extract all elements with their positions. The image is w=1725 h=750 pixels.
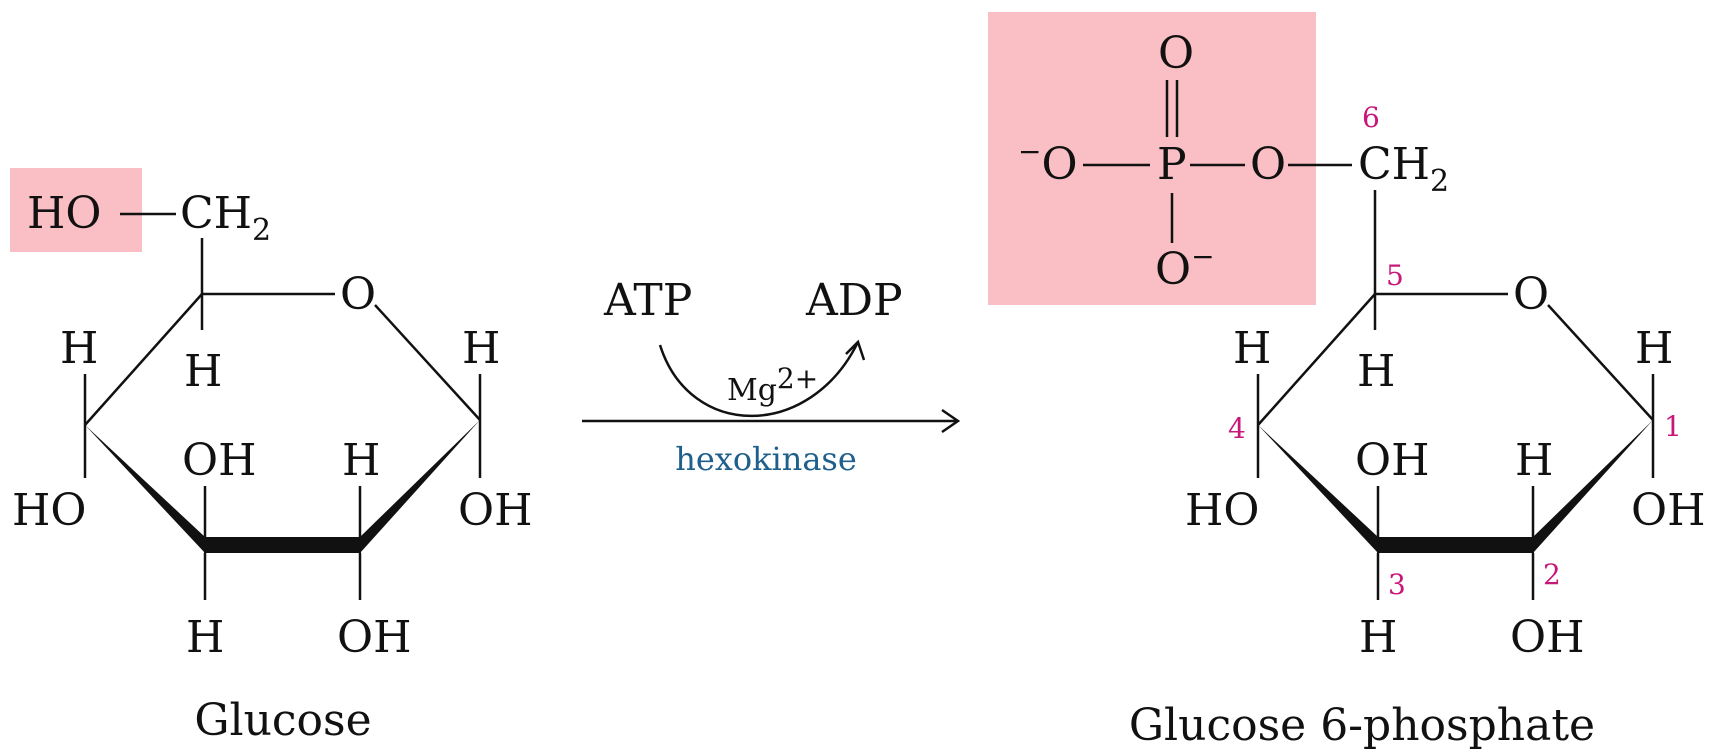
g6p-c1-h: H — [1635, 323, 1673, 374]
adp-label: ADP — [805, 275, 903, 326]
phosphate-left-oxygen: −O — [1018, 135, 1078, 190]
reaction-arrow-group: ATP ADP Mg2+ hexokinase — [582, 275, 961, 478]
glucose-c3-h: H — [186, 612, 224, 663]
g6p-c4-ho: HO — [1185, 485, 1259, 536]
g6p-ch2: CH2 — [1358, 139, 1449, 199]
g6p-c4-h: H — [1233, 323, 1271, 374]
glucose-c2-c1-wedge — [360, 420, 480, 553]
g6p-carbon-number-3: 3 — [1388, 568, 1406, 601]
glucose-caption: Glucose — [194, 695, 371, 746]
glucose-c3-oh: OH — [182, 435, 256, 486]
enzyme-label: hexokinase — [675, 440, 857, 478]
g6p-c2-oh: OH — [1510, 612, 1584, 663]
g6p-c5-h: H — [1357, 346, 1395, 397]
g6p-carbon-number-2: 2 — [1543, 558, 1561, 591]
g6p-carbon-number-4: 4 — [1228, 412, 1246, 445]
glucose-c5-h: H — [184, 346, 222, 397]
glucose-c6-hydroxyl: HO — [27, 188, 101, 239]
g6p-c2-h: H — [1515, 435, 1553, 486]
glucose-ho-highlight — [10, 168, 142, 252]
g6p-o-c1-bond — [1547, 304, 1654, 421]
glucose-c4-h: H — [60, 323, 98, 374]
g6p-c1-oh: OH — [1631, 485, 1705, 536]
glucose-c2-h: H — [342, 435, 380, 486]
g6p-carbon-number-1: 1 — [1664, 410, 1682, 443]
phosphorus-atom: P — [1157, 139, 1187, 190]
g6p-c3-h: H — [1359, 612, 1397, 663]
glucose-o-c1-bond — [374, 304, 481, 421]
atp-adp-curved-arrow — [658, 341, 860, 417]
glucose-ring-oxygen: O — [340, 269, 376, 320]
glucose-ch2: CH2 — [180, 188, 271, 248]
phosphate-top-oxygen: O — [1158, 28, 1194, 79]
glucose-c5-c4-bond — [84, 293, 203, 426]
glucose-c2-oh: OH — [337, 612, 411, 663]
phosphate-bridge-oxygen: O — [1250, 139, 1286, 190]
glucose-c1-oh: OH — [458, 485, 532, 536]
g6p-carbon-number-6: 6 — [1362, 101, 1380, 134]
g6p-c3-c2-bold-bond — [1377, 537, 1534, 553]
g6p-caption: Glucose 6-phosphate — [1129, 700, 1595, 750]
atp-label: ATP — [603, 275, 692, 326]
g6p-c3-oh: OH — [1355, 435, 1429, 486]
glucose-c3-c2-bold-bond — [204, 537, 361, 553]
phosphate-highlight — [988, 12, 1316, 305]
glucose-molecule: HO CH2 O H H HO OH H H OH H OH Glucose — [10, 168, 532, 746]
g6p-carbon-number-5: 5 — [1386, 259, 1404, 292]
curved-arrow-head — [845, 339, 866, 361]
glucose-c1-h: H — [462, 323, 500, 374]
g6p-c4-c3-wedge — [1258, 425, 1378, 553]
glucose-6-phosphate-molecule: O −O P O O− CH2 6 5 O H H — [988, 12, 1705, 750]
glucose-c4-c3-wedge — [85, 425, 205, 553]
g6p-c2-c1-wedge — [1533, 420, 1653, 553]
g6p-c5-c4-bond — [1257, 293, 1376, 426]
phosphate-bottom-oxygen: O− — [1155, 240, 1215, 295]
g6p-ring-oxygen: O — [1513, 269, 1549, 320]
magnesium-cofactor: Mg2+ — [727, 362, 818, 408]
glucose-c4-ho: HO — [12, 485, 86, 536]
reaction-arrow-head — [941, 408, 961, 434]
